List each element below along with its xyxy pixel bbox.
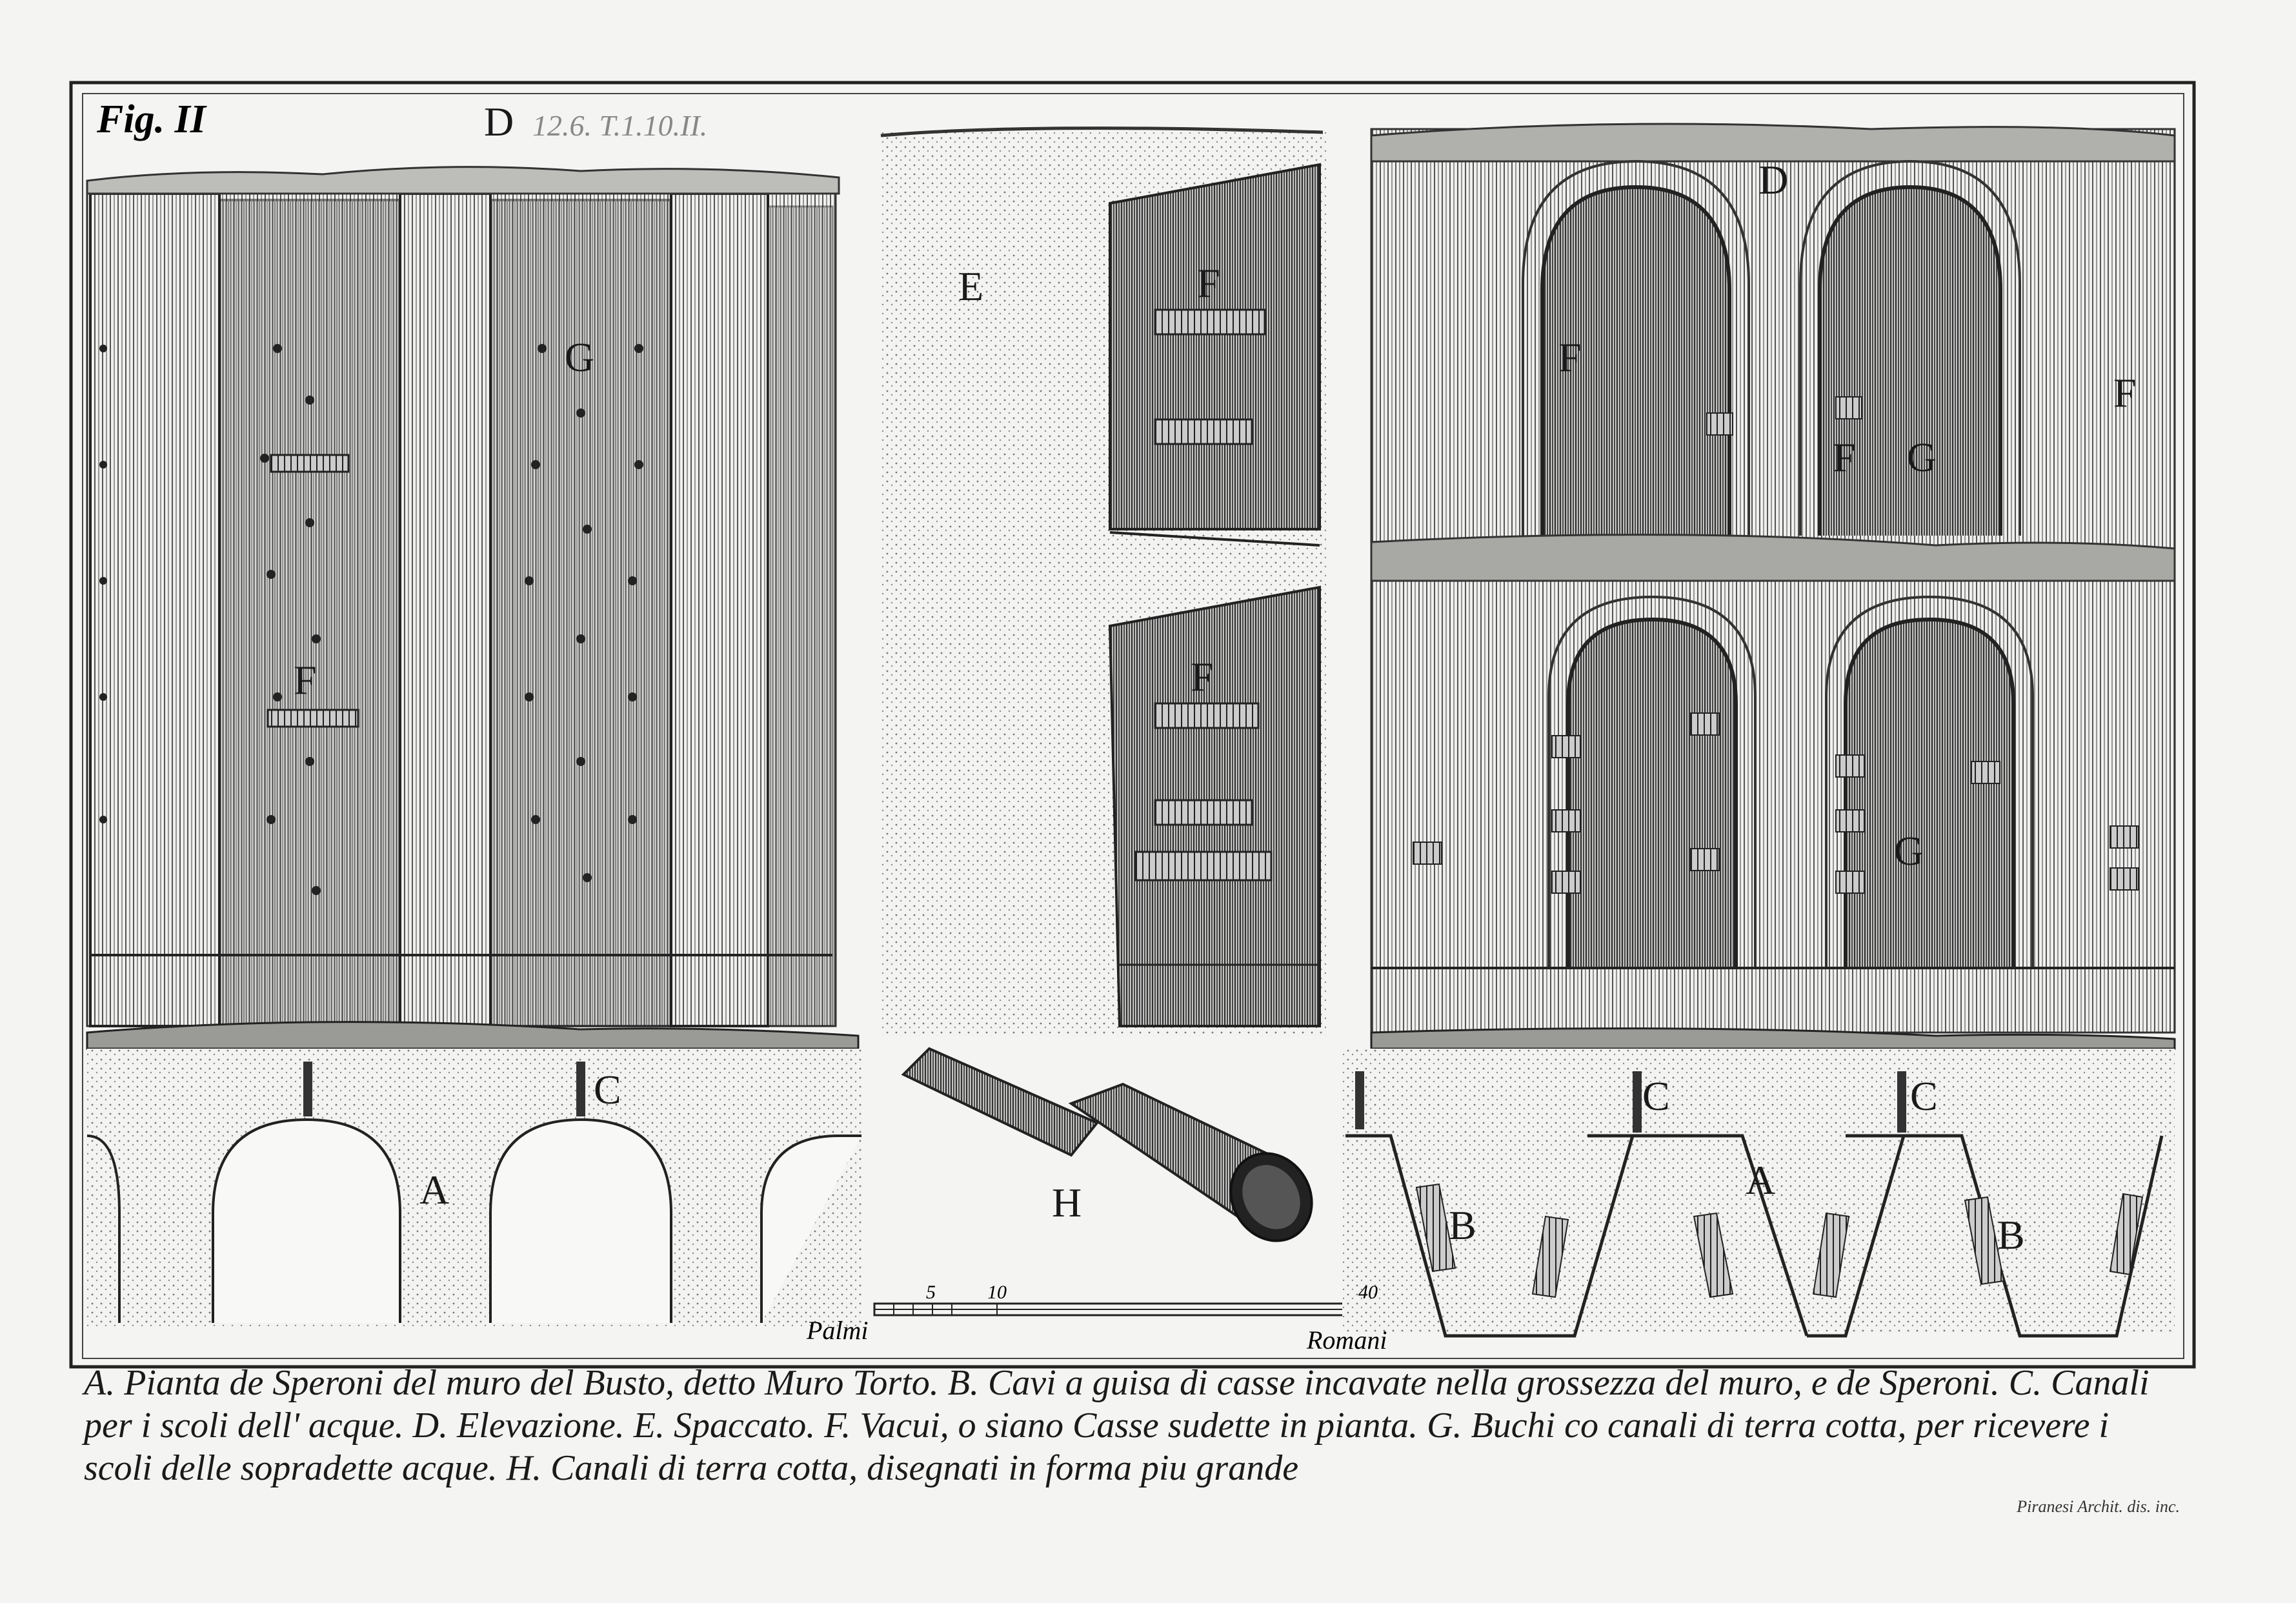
label-f-right-3: F [2113,370,2137,416]
label-g-right-lower: G [1894,828,1924,874]
right-elevation [1370,123,2176,1050]
label-a-right: A [1746,1157,1775,1203]
plate-caption: A. Pianta de Speroni del muro del Busto,… [84,1363,2150,1488]
label-d-right: D [1758,157,1788,203]
label-f-right-1: F [1558,334,1582,380]
upper-arcade [1522,159,2021,536]
inventory-note: 12.6. T.1.10.II. [532,109,707,142]
scale-tick-40: 40 [1358,1282,1378,1303]
label-c-right-1: C [1642,1073,1670,1119]
terracotta-pipe [901,1047,1313,1242]
label-h: H [1052,1180,1082,1225]
label-a-left: A [419,1167,449,1213]
left-plan [86,1049,861,1326]
label-b-right-2: B [1997,1212,2025,1258]
label-c-left: C [594,1067,621,1113]
artist-signature: Piranesi Archit. dis. inc. [2017,1497,2180,1516]
scale-caption-left: Palmi [806,1316,869,1345]
label-e: E [958,263,983,309]
label-b-right-1: B [1449,1202,1476,1248]
scale-tick-5: 5 [926,1282,936,1303]
scale-caption-right: Romani [1306,1326,1387,1355]
label-f-right-2: F [1833,434,1856,480]
letter-labels: Fig. II 12.6. T.1.10.II. D G F C A E F F… [96,97,2137,1355]
scale-bar [873,1297,1353,1316]
lower-arcade [1547,595,2034,968]
label-d-left: D [484,99,514,145]
right-plan [1342,1049,2175,1338]
scale-tick-10: 10 [987,1282,1007,1303]
figure-title: Fig. II [96,97,207,141]
label-g-right-upper: G [1907,434,1937,480]
label-f-mid-lower: F [1191,654,1214,700]
label-c-right-2: C [1910,1073,1938,1119]
label-f-mid-upper: F [1197,260,1220,306]
plate-border-outer [69,81,2196,1369]
middle-section [880,126,1326,1036]
left-elevation [86,166,860,1050]
label-g-left: G [565,334,594,380]
label-f-left: F [294,657,317,703]
plate-border-inner [82,93,2184,1359]
